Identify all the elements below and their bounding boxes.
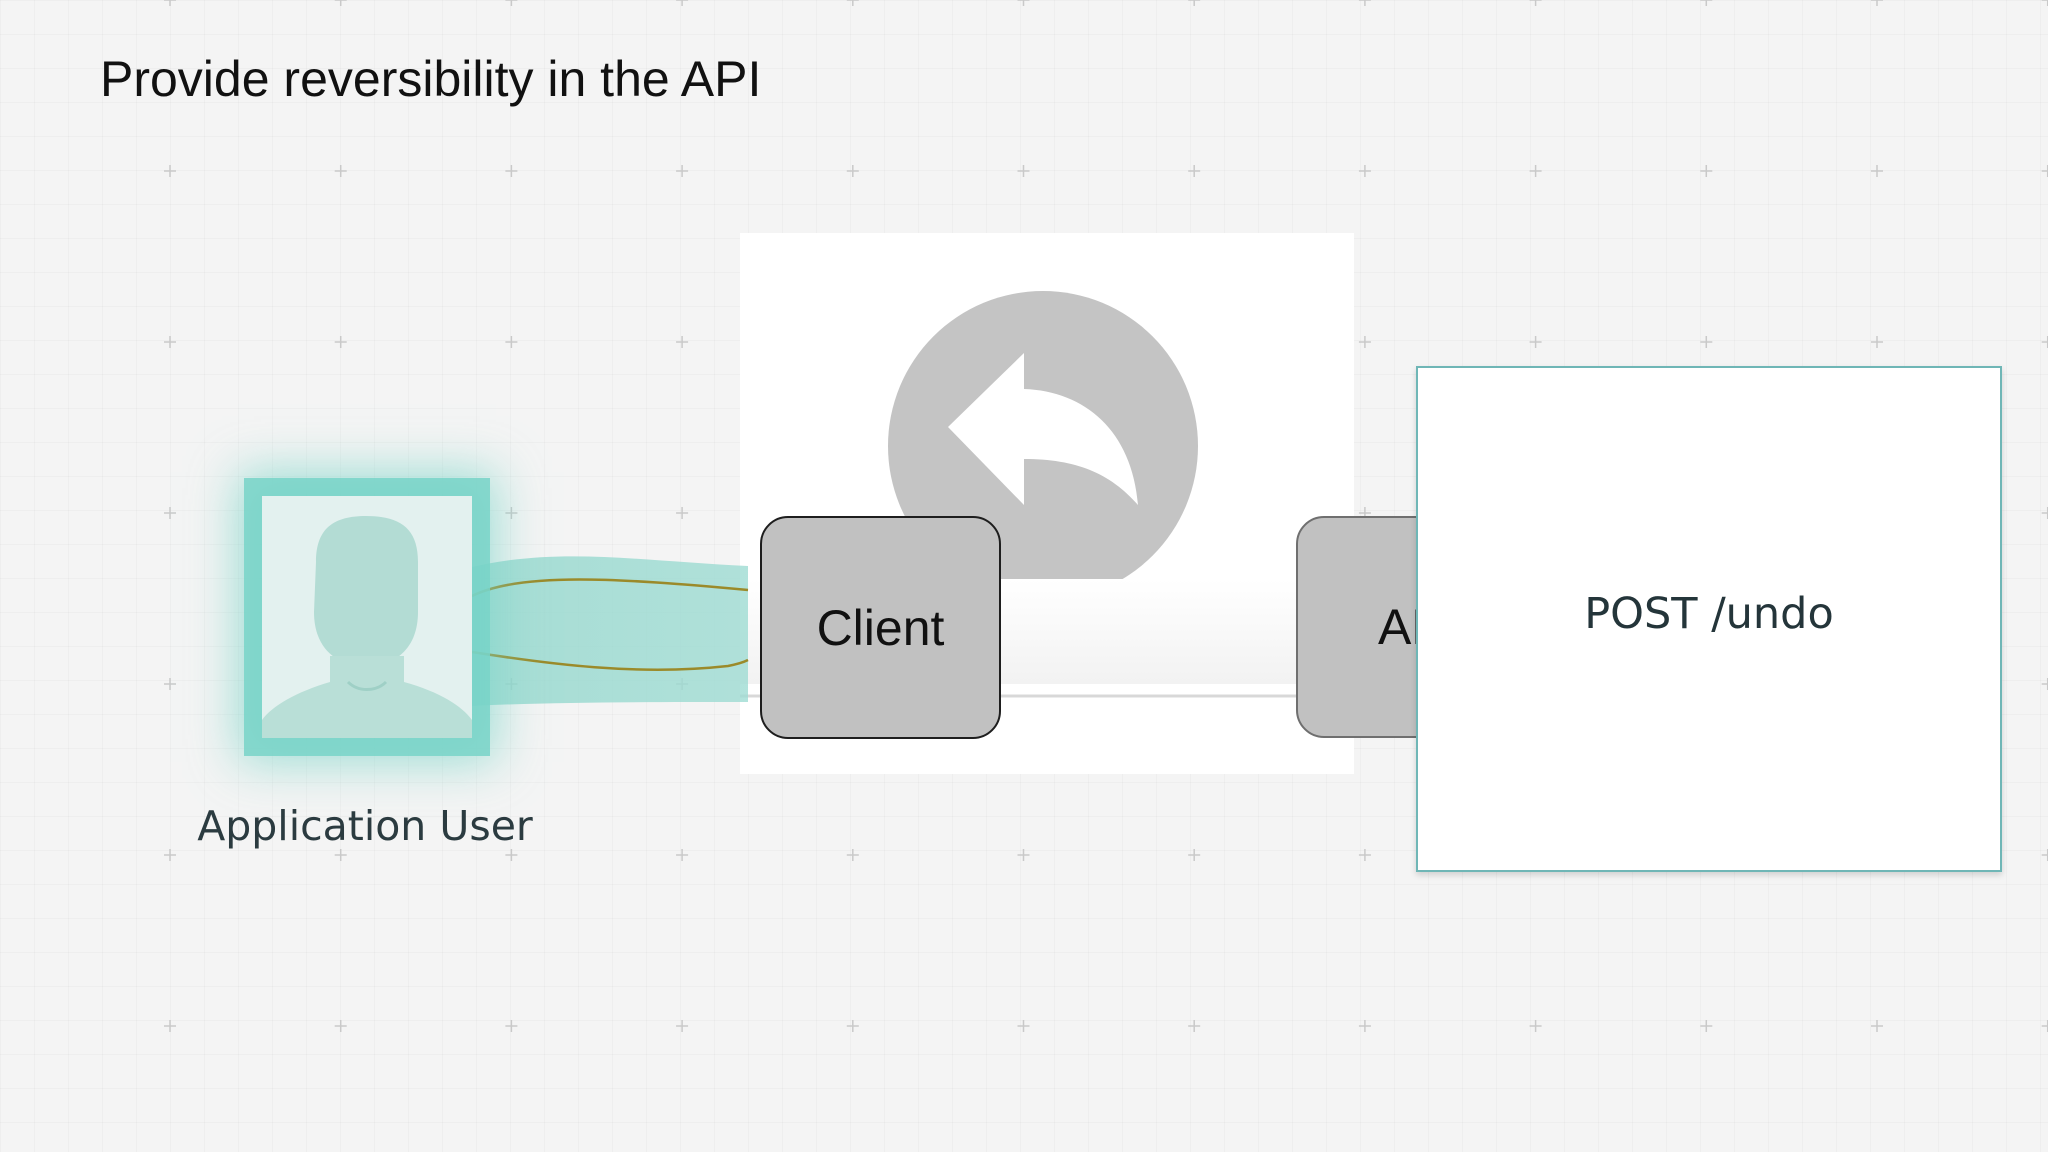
application-user-label: Application User [197,802,533,850]
connector-band [258,346,1250,766]
user-client-connector [468,556,749,706]
slide-title: Provide reversibility in the API [100,51,762,107]
post-undo-callout: POST /undo [1416,366,2002,872]
user-silhouette-icon [262,496,472,738]
client-node: Client [760,516,1001,739]
application-user-avatar [262,496,472,738]
post-undo-label: POST /undo [1584,589,1834,639]
client-node-label: Client [816,599,945,656]
